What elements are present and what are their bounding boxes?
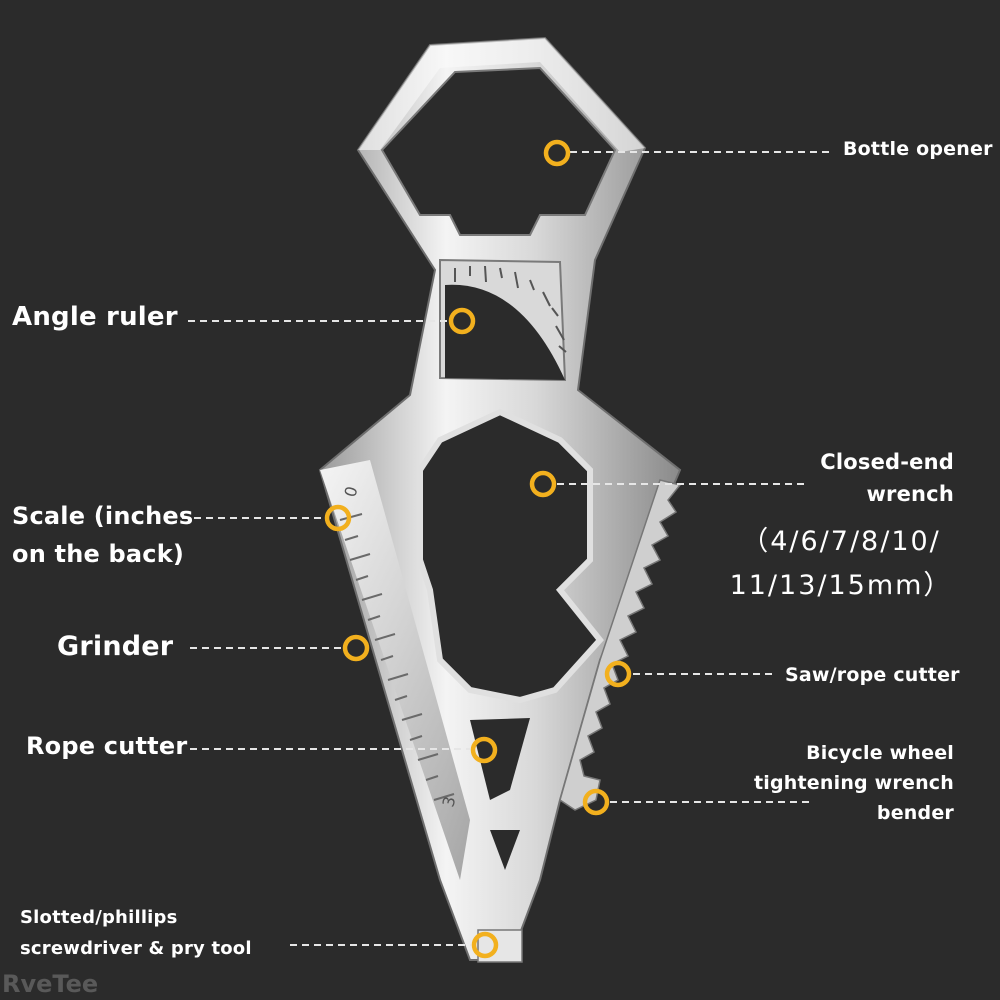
marker-angle-ruler <box>448 307 476 335</box>
callout-markers <box>324 139 632 959</box>
leader-lines <box>182 151 830 946</box>
marker-bottle-opener <box>543 139 571 167</box>
label-grinder: Grinder <box>57 631 174 662</box>
bottle-opener-hole <box>380 66 617 236</box>
scale-ticks <box>339 513 455 801</box>
scale-edge <box>320 460 470 880</box>
label-rope-cutter: Rope cutter <box>26 732 188 760</box>
label-scale: Scale (inches on the back) <box>12 502 194 568</box>
label-wrench-sizes: （4/6/7/8/10/ 11/13/15mm） <box>729 526 953 601</box>
label-screwdriver: Slotted/phillips screwdriver & pry tool <box>20 907 252 959</box>
label-saw-rope-cutter: Saw/rope cutter <box>785 664 960 686</box>
label-angle-ruler: Angle ruler <box>12 302 178 332</box>
closed-end-wrench-hole <box>417 408 604 704</box>
marker-scale <box>324 504 352 532</box>
marker-grinder <box>342 634 370 662</box>
watermark: RveTee <box>2 970 99 998</box>
marker-saw <box>604 660 632 688</box>
scale-mark-three: 3 <box>439 794 460 809</box>
marker-closed-end-wrench <box>529 470 557 498</box>
marker-screwdriver <box>471 931 499 959</box>
marker-bicycle-wrench <box>582 788 610 816</box>
label-closed-end-wrench: Closed-end wrench <box>820 450 954 506</box>
marker-rope-cutter <box>470 736 498 764</box>
label-bicycle-wrench: Bicycle wheel tightening wrench bender <box>754 742 954 824</box>
label-bottle-opener: Bottle opener <box>843 138 993 160</box>
multitool-body: 0 3 <box>318 36 682 963</box>
saw-teeth <box>559 479 682 811</box>
scale-mark-zero: 0 <box>341 484 362 499</box>
